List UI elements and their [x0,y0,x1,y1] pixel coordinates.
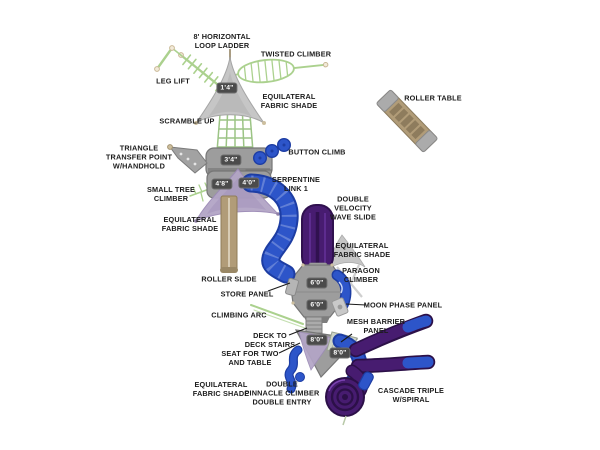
climbing-arc-structure [250,304,306,329]
height-badge-6-0-a: 6'0" [306,277,328,289]
label-fabric-shade-left: EQUILATERAL FABRIC SHADE [161,215,219,233]
leg-lift-structure [154,45,183,72]
label-serpentine-link: SERPENTINE LINK 1 [271,175,321,193]
label-cascade-triple: CASCADE TRIPLE W/SPIRAL [377,386,445,404]
label-seat-for-two: SEAT FOR TWO AND TABLE [221,349,279,367]
height-badge-3-4: 3'4" [220,154,242,166]
label-fabric-shade-top: EQUILATERAL FABRIC SHADE [260,92,318,110]
label-loop-ladder: 8' HORIZONTAL LOOP LADDER [193,32,251,50]
label-fabric-shade-bottom: EQUILATERAL FABRIC SHADE [192,380,250,398]
label-small-tree-climber: SMALL TREE CLIMBER [147,185,195,203]
serpentine-link-structure [241,173,299,284]
spiral-slide-structure [325,371,374,426]
height-badge-8-0-b: 8'0" [329,347,351,359]
label-wave-slide: DOUBLE VELOCITY WAVE SLIDE [330,194,376,222]
label-moon-phase-panel: MOON PHASE PANEL [363,300,443,310]
label-leg-lift: LEG LIFT [156,76,190,86]
height-badge-6-0-b: 6'0" [306,299,328,311]
pinnacle-climber-structure [284,345,305,394]
label-store-panel: STORE PANEL [220,289,274,299]
leader-lines [267,282,367,354]
label-twisted-climber: TWISTED CLIMBER [260,49,332,59]
label-roller-table: ROLLER TABLE [404,93,462,103]
label-mesh-barrier-panel: MESH BARRIER PANEL [346,317,406,335]
label-scramble-up: SCRAMBLE UP [159,116,215,126]
label-transfer-point: TRIANGLE TRANSFER POINT W/HANDHOLD [105,143,173,171]
button-climb-structure [252,137,292,165]
roller-table-structure [376,89,438,153]
label-fabric-shade-right: EQUILATERAL FABRIC SHADE [333,241,391,259]
triangle-transfer-point-structure [167,144,208,174]
height-badge-1-4: 1'4" [216,82,238,94]
store-panel-structure [285,277,299,297]
label-paragon-climber: PARAGON CLIMBER [342,266,380,284]
twisted-climber-structure [227,58,329,84]
height-badge-4-0: 4'0" [238,177,260,189]
moon-phase-panel-structure [331,297,349,317]
height-badge-4-8: 4'8" [211,178,233,190]
label-climbing-arc: CLIMBING ARC [211,310,267,320]
label-button-climb: BUTTON CLIMB [288,147,346,157]
roller-slide-structure [220,195,238,273]
cascade-triple-structure [332,313,436,398]
height-badge-8-0-a: 8'0" [306,334,328,346]
label-roller-slide: ROLLER SLIDE [201,274,257,284]
label-pinnacle-climber: DOUBLE PINNACLE CLIMBER DOUBLE ENTRY [244,379,320,407]
label-deck-to-deck-stairs: DECK TO DECK STAIRS [244,331,296,349]
